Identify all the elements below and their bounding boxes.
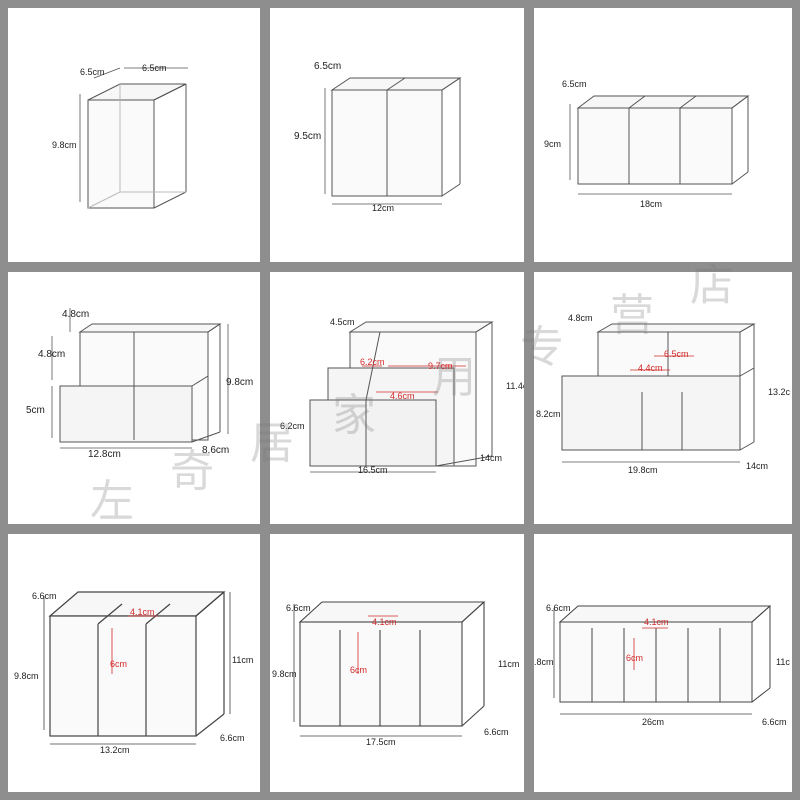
dim-depth: 14cm	[746, 461, 769, 471]
dim-depth-top: 6.6cm	[546, 603, 571, 613]
dim-inner-height: 6cm	[626, 653, 644, 663]
dim-height: 11c	[776, 657, 790, 667]
dim-width: 19.8cm	[628, 465, 658, 475]
dim-height-front: 8.2cm	[536, 409, 561, 419]
dim-depth-top: 4.8cm	[62, 309, 90, 320]
dim-height: 9.8cm	[52, 140, 77, 150]
dim-depth-top: 6.6cm	[32, 591, 57, 601]
dim-depth: 6.6cm	[484, 727, 509, 737]
panel-holder-6-compartment: 6.6cm .8cm 11c 26cm 6.6cm 4.1cm 6cm	[534, 534, 792, 792]
dim-height-front: 6.2cm	[280, 421, 305, 431]
dim-width: 12cm	[372, 203, 395, 213]
dim-width: 13.2cm	[100, 745, 130, 755]
dim-width: 17.5cm	[366, 737, 396, 747]
dim-inner-width: 9.7cm	[428, 361, 453, 371]
panel-holder-double: 6.5cm 9.5cm 12cm	[270, 8, 524, 262]
holder-large-stepped-drawing	[561, 323, 756, 463]
dim-width: 26cm	[642, 717, 665, 727]
holder-triple-drawing	[569, 95, 750, 195]
dim-inner-depth: 6.2cm	[360, 357, 385, 367]
panel-holder-triple: 6.5cm 9cm 18cm	[534, 8, 792, 262]
dim-height: 9.8cm	[226, 377, 254, 388]
dim-width: 18cm	[640, 199, 663, 209]
dim-height-front: 5cm	[26, 405, 45, 416]
panel-holder-single: 6.5cm 6.5cm 9.8cm	[8, 8, 260, 262]
holder-single-drawing	[79, 67, 188, 209]
dim-height: 11cm	[498, 659, 520, 669]
dim-width: 6.5cm	[142, 63, 167, 73]
holder-stepped-drawing	[309, 321, 494, 473]
holder-6-compartment-drawing	[553, 605, 772, 715]
dim-height: 13.2c	[768, 387, 791, 397]
dim-height-front: 9.8cm	[272, 669, 297, 679]
dim-depth: 8.6cm	[202, 445, 230, 456]
dim-inner-height: 6cm	[110, 659, 128, 669]
dim-depth: 6.6cm	[762, 717, 787, 727]
dim-height-front: 9.8cm	[14, 671, 39, 681]
dim-inner-width: 4.1cm	[372, 617, 397, 627]
panel-holder-4-compartment: 6.6cm 9.8cm 11cm 17.5cm 6.6cm 4.1cm 6cm	[270, 534, 524, 792]
panel-holder-large-stepped: 4.8cm 13.2c 8.2cm 19.8cm 14cm 6.5cm 4.4c…	[534, 272, 792, 524]
panel-holder-tiered: 4.8cm 4.8cm 9.8cm 5cm 12.8cm 8.6cm	[8, 272, 260, 524]
dim-height-top: 4.8cm	[38, 349, 66, 360]
dim-depth: 14cm	[480, 453, 503, 463]
dim-height: 9.5cm	[294, 131, 322, 142]
dim-depth-top: 6.6cm	[286, 603, 311, 613]
dim-width: 16.5cm	[358, 465, 388, 475]
dim-inner-height: 4.6cm	[390, 391, 415, 401]
holder-tiered-drawing	[51, 308, 229, 449]
dim-inner-depth: 6.5cm	[664, 349, 689, 359]
dim-width: 12.8cm	[88, 449, 121, 460]
dim-depth: 6.5cm	[80, 67, 105, 77]
dim-depth-top: 4.8cm	[568, 313, 593, 323]
dim-depth: 6.5cm	[314, 61, 342, 72]
panel-holder-stepped: 4.5cm 11.4c 6.2cm 16.5cm 14cm 6.2cm 9.7c…	[270, 272, 524, 524]
dim-height-front: .8cm	[534, 657, 554, 667]
holder-double-drawing	[324, 77, 462, 205]
holder-4-compartment-drawing	[293, 601, 486, 737]
dim-depth-top: 4.5cm	[330, 317, 355, 327]
dim-inner-width: 4.4cm	[638, 363, 663, 373]
dim-height: 11cm	[232, 655, 254, 665]
dim-depth: 6.5cm	[562, 79, 587, 89]
dim-height: 11.4c	[506, 381, 524, 391]
dim-inner-width: 4.1cm	[644, 617, 669, 627]
panel-holder-3-compartment: 6.6cm 9.8cm 11cm 13.2cm 6.6cm 4.1cm 6cm	[8, 534, 260, 792]
holder-3-compartment-drawing	[43, 591, 231, 745]
dim-inner-width: 4.1cm	[130, 607, 155, 617]
dim-height: 9cm	[544, 139, 562, 149]
dim-inner-height: 6cm	[350, 665, 368, 675]
dim-depth: 6.6cm	[220, 733, 245, 743]
